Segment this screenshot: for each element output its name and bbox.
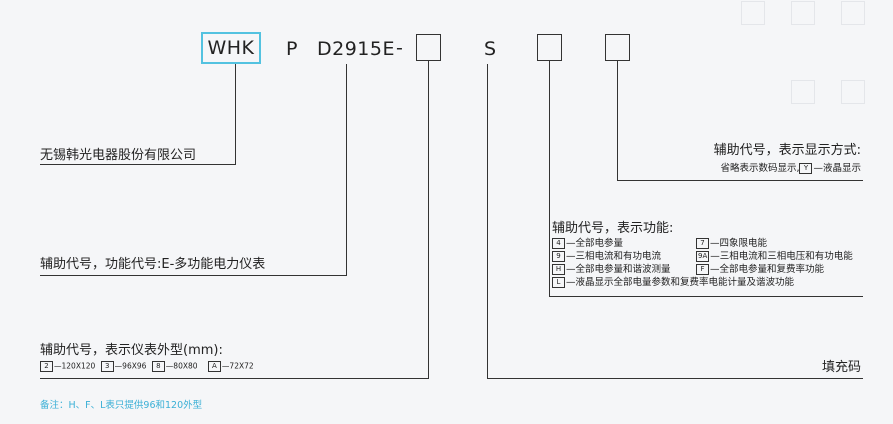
function-code-label: 辅助代号，功能代号:E-多功能电力仪表 bbox=[40, 257, 266, 272]
p-code: P bbox=[286, 38, 298, 60]
function-key: 9 bbox=[552, 251, 565, 262]
function-row: 9—三相电流和有功电流 9A—三相电流和三相电压和有功电能 bbox=[552, 251, 853, 262]
leader-line bbox=[40, 378, 429, 379]
dash-code: - bbox=[396, 37, 404, 59]
s-code: S bbox=[484, 38, 497, 60]
leader-line bbox=[40, 164, 236, 165]
leader-line bbox=[235, 64, 236, 165]
display-suffix: —液晶显示 bbox=[813, 163, 861, 174]
size-options: 2—120X120 3—96X96 8—80X80 A—72X72 bbox=[40, 361, 254, 372]
fill-code-label: 填充码 bbox=[821, 360, 861, 375]
brand-code-box: WHK bbox=[201, 32, 261, 64]
function-text: —全部电参量和谐波测量 bbox=[566, 264, 671, 275]
leader-line bbox=[487, 64, 488, 379]
function-key: 9A bbox=[696, 251, 710, 262]
function-key: 4 bbox=[552, 238, 565, 249]
display-code-box bbox=[605, 34, 630, 61]
function-row: 4—全部电参量 7—四象限电能 bbox=[552, 238, 767, 249]
decor-square bbox=[791, 80, 815, 104]
leader-line bbox=[346, 64, 347, 276]
display-key: Y bbox=[799, 163, 813, 174]
model-code: D2915E bbox=[317, 38, 395, 60]
display-options: 省略表示数码显示,Y—液晶显示 bbox=[720, 163, 861, 174]
function-key: H bbox=[552, 264, 565, 275]
leader-line bbox=[40, 275, 347, 276]
leader-line bbox=[549, 296, 863, 297]
leader-line bbox=[549, 61, 550, 297]
size-text: —72X72 bbox=[221, 361, 254, 371]
size-title: 辅助代号，表示仪表外型(mm): bbox=[40, 343, 223, 358]
function-key: 7 bbox=[696, 238, 709, 249]
display-prefix: 省略表示数码显示, bbox=[720, 163, 800, 174]
size-key: 3 bbox=[100, 361, 114, 372]
function-text: —三相电流和三相电压和有功电能 bbox=[710, 251, 853, 262]
function-row: L—液晶显示全部电量参数和复费率电能计量及谐波功能 bbox=[552, 277, 794, 288]
function-key: L bbox=[552, 277, 565, 288]
size-key: 2 bbox=[40, 361, 53, 372]
decor-square bbox=[841, 1, 865, 25]
brand-code: WHK bbox=[207, 37, 255, 59]
leader-line bbox=[617, 61, 618, 181]
footnote: 备注：H、F、L表只提供96和120外型 bbox=[40, 400, 203, 411]
company-label: 无锡韩光电器股份有限公司 bbox=[40, 148, 197, 163]
function-text: —全部电参量和复费率功能 bbox=[710, 264, 825, 275]
decor-square bbox=[791, 1, 815, 25]
leader-line bbox=[487, 378, 863, 379]
size-key: A bbox=[207, 361, 221, 372]
display-title: 辅助代号，表示显示方式: bbox=[713, 143, 861, 158]
function-text: —全部电参量 bbox=[566, 238, 624, 249]
decor-square bbox=[741, 1, 765, 25]
decor-square bbox=[841, 80, 865, 104]
size-text: —80X80 bbox=[165, 361, 198, 371]
leader-line bbox=[617, 180, 863, 181]
size-text: —120X120 bbox=[54, 361, 96, 371]
size-code-box bbox=[416, 34, 441, 61]
leader-line bbox=[428, 61, 429, 379]
function-key: F bbox=[696, 264, 709, 275]
function-text: —三相电流和有功电流 bbox=[566, 251, 662, 262]
size-key: 8 bbox=[151, 361, 165, 372]
size-text: —96X96 bbox=[114, 361, 147, 371]
function-title: 辅助代号，表示功能: bbox=[552, 221, 674, 236]
function-row: H—全部电参量和谐波测量 F—全部电参量和复费率功能 bbox=[552, 264, 824, 275]
function-text: —四象限电能 bbox=[710, 238, 768, 249]
function-text: —液晶显示全部电量参数和复费率电能计量及谐波功能 bbox=[566, 277, 795, 288]
function-code-box bbox=[537, 34, 562, 61]
